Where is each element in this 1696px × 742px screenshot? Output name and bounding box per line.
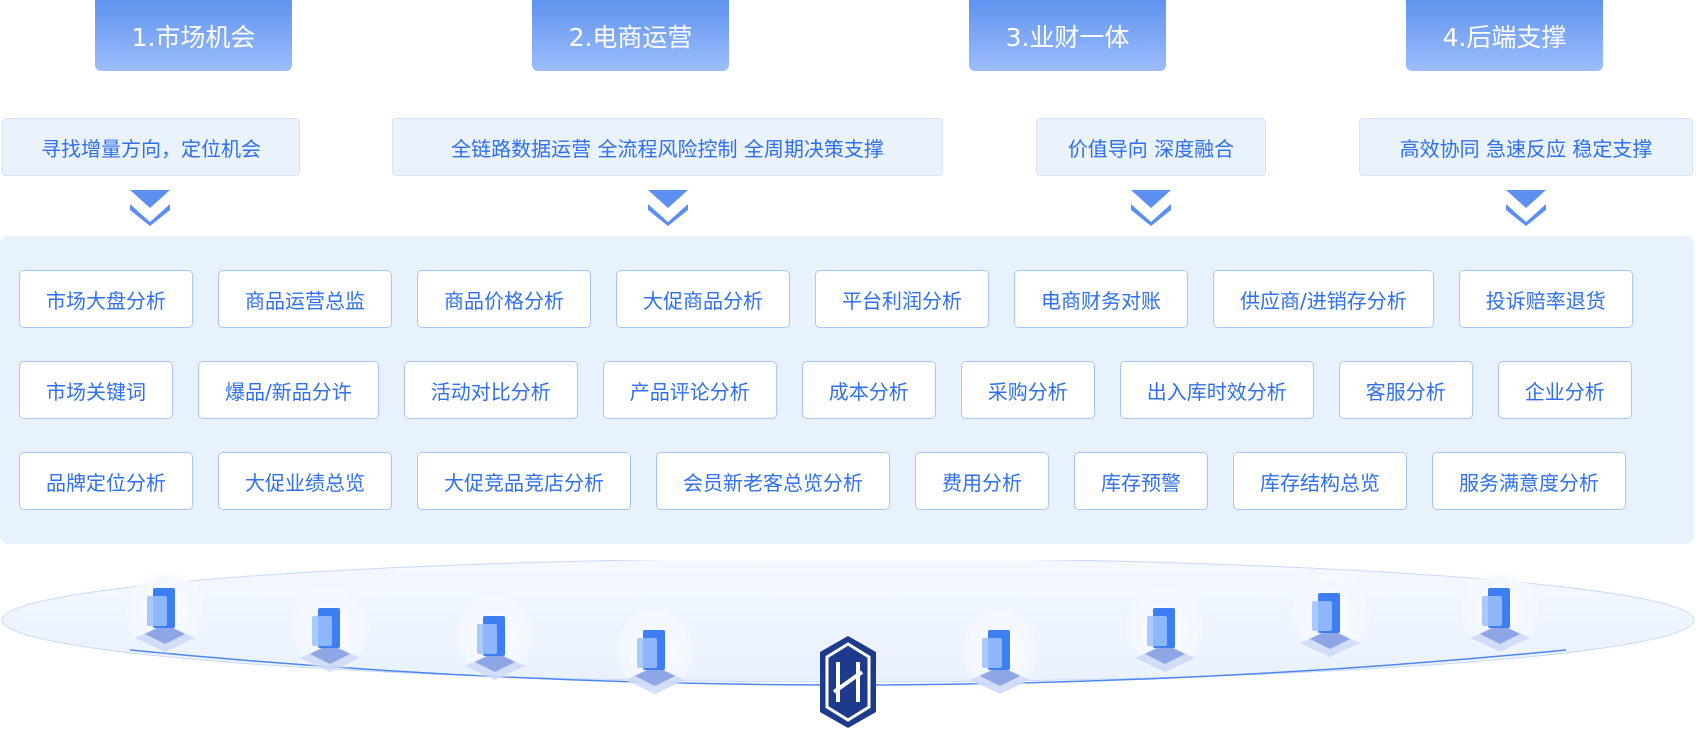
subtitle-market: 寻找增量方向，定位机会 xyxy=(2,118,300,176)
module-button[interactable]: 成本分析 xyxy=(801,361,936,419)
brand-logo xyxy=(820,636,876,728)
module-button[interactable]: 费用分析 xyxy=(915,452,1049,510)
chevron-down-icon xyxy=(1131,190,1171,226)
chevron-down-icon xyxy=(130,190,170,226)
module-button[interactable]: 电商财务对账 xyxy=(1014,270,1188,328)
module-button[interactable]: 出入库时效分析 xyxy=(1119,361,1314,419)
feature-icon xyxy=(290,586,370,674)
feature-icon xyxy=(1290,571,1370,659)
feature-icon xyxy=(1125,586,1205,674)
header-backend-support: 4.后端支撑 xyxy=(1406,0,1603,71)
chevron-down-icon xyxy=(1506,190,1546,226)
module-button[interactable]: 大促业绩总览 xyxy=(218,452,392,510)
module-button[interactable]: 大促竞品竞店分析 xyxy=(417,452,631,510)
module-row-1: 市场大盘分析商品运营总监商品价格分析大促商品分析平台利润分析电商财务对账供应商/… xyxy=(19,270,1694,328)
module-button[interactable]: 产品评论分析 xyxy=(602,361,777,419)
module-button[interactable]: 大促商品分析 xyxy=(616,270,790,328)
module-button[interactable]: 商品价格分析 xyxy=(417,270,591,328)
header-ecommerce-operations: 2.电商运营 xyxy=(532,0,729,71)
module-button[interactable]: 商品运营总监 xyxy=(218,270,392,328)
module-button[interactable]: 供应商/进销存分析 xyxy=(1213,270,1434,328)
chevron-down-icon xyxy=(648,190,688,226)
module-button[interactable]: 市场大盘分析 xyxy=(19,270,193,328)
feature-icon xyxy=(455,594,535,682)
feature-icon xyxy=(1460,566,1540,654)
platform-illustration xyxy=(1,560,1695,728)
module-button[interactable]: 投诉赔率退货 xyxy=(1458,270,1633,328)
module-button[interactable]: 客服分析 xyxy=(1338,361,1473,419)
module-button[interactable]: 库存结构总览 xyxy=(1233,452,1407,510)
module-button[interactable]: 会员新老客总览分析 xyxy=(656,452,890,510)
feature-icon xyxy=(125,566,205,654)
module-button[interactable]: 服务满意度分析 xyxy=(1432,452,1626,510)
module-button[interactable]: 库存预警 xyxy=(1074,452,1208,510)
module-button[interactable]: 活动对比分析 xyxy=(403,361,578,419)
module-row-2: 市场关键词爆品/新品分许活动对比分析产品评论分析成本分析采购分析出入库时效分析客… xyxy=(19,361,1694,419)
header-business-finance: 3.业财一体 xyxy=(969,0,1166,71)
subtitle-backend: 高效协同 急速反应 稳定支撑 xyxy=(1359,118,1693,176)
module-button[interactable]: 企业分析 xyxy=(1497,361,1632,419)
header-market-opportunity: 1.市场机会 xyxy=(95,0,292,71)
module-button[interactable]: 平台利润分析 xyxy=(815,270,989,328)
module-button[interactable]: 爆品/新品分许 xyxy=(198,361,379,419)
subtitle-finance: 价值导向 深度融合 xyxy=(1036,118,1266,176)
module-row-3: 品牌定位分析大促业绩总览大促竞品竞店分析会员新老客总览分析费用分析库存预警库存结… xyxy=(19,452,1694,510)
subtitle-ecommerce: 全链路数据运营 全流程风险控制 全周期决策支撑 xyxy=(392,118,943,176)
module-button[interactable]: 品牌定位分析 xyxy=(19,452,193,510)
module-button[interactable]: 采购分析 xyxy=(960,361,1095,419)
module-button[interactable]: 市场关键词 xyxy=(19,361,173,419)
feature-icon xyxy=(615,608,695,696)
feature-icon xyxy=(960,608,1040,696)
analysis-modules-panel: 市场大盘分析商品运营总监商品价格分析大促商品分析平台利润分析电商财务对账供应商/… xyxy=(0,236,1694,544)
